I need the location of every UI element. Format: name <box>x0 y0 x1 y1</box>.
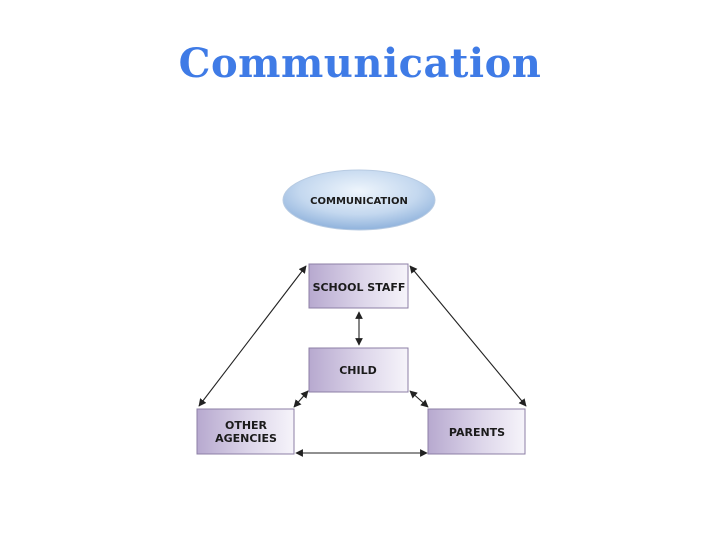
arrow-staff-agencies <box>198 265 307 407</box>
other-agencies-node: OTHER AGENCIES <box>196 408 295 455</box>
arrow-staff-parents <box>409 265 527 407</box>
arrow-child-parents <box>409 390 429 408</box>
communication-ellipse-label: COMMUNICATION <box>310 196 408 207</box>
other-agencies-label-line1: OTHER <box>225 419 268 432</box>
arrow-child-agencies <box>293 390 309 408</box>
child-node: CHILD <box>308 347 409 393</box>
communication-ellipse: COMMUNICATION <box>282 169 436 231</box>
parents-node: PARENTS <box>427 408 526 455</box>
child-label: CHILD <box>339 364 377 377</box>
other-agencies-label-line2: AGENCIES <box>215 432 277 445</box>
parents-label: PARENTS <box>449 426 505 439</box>
school-staff-label: SCHOOL STAFF <box>313 281 406 294</box>
school-staff-node: SCHOOL STAFF <box>308 263 409 309</box>
slide-title: Communication <box>178 40 542 87</box>
connector-arrows <box>198 265 527 457</box>
